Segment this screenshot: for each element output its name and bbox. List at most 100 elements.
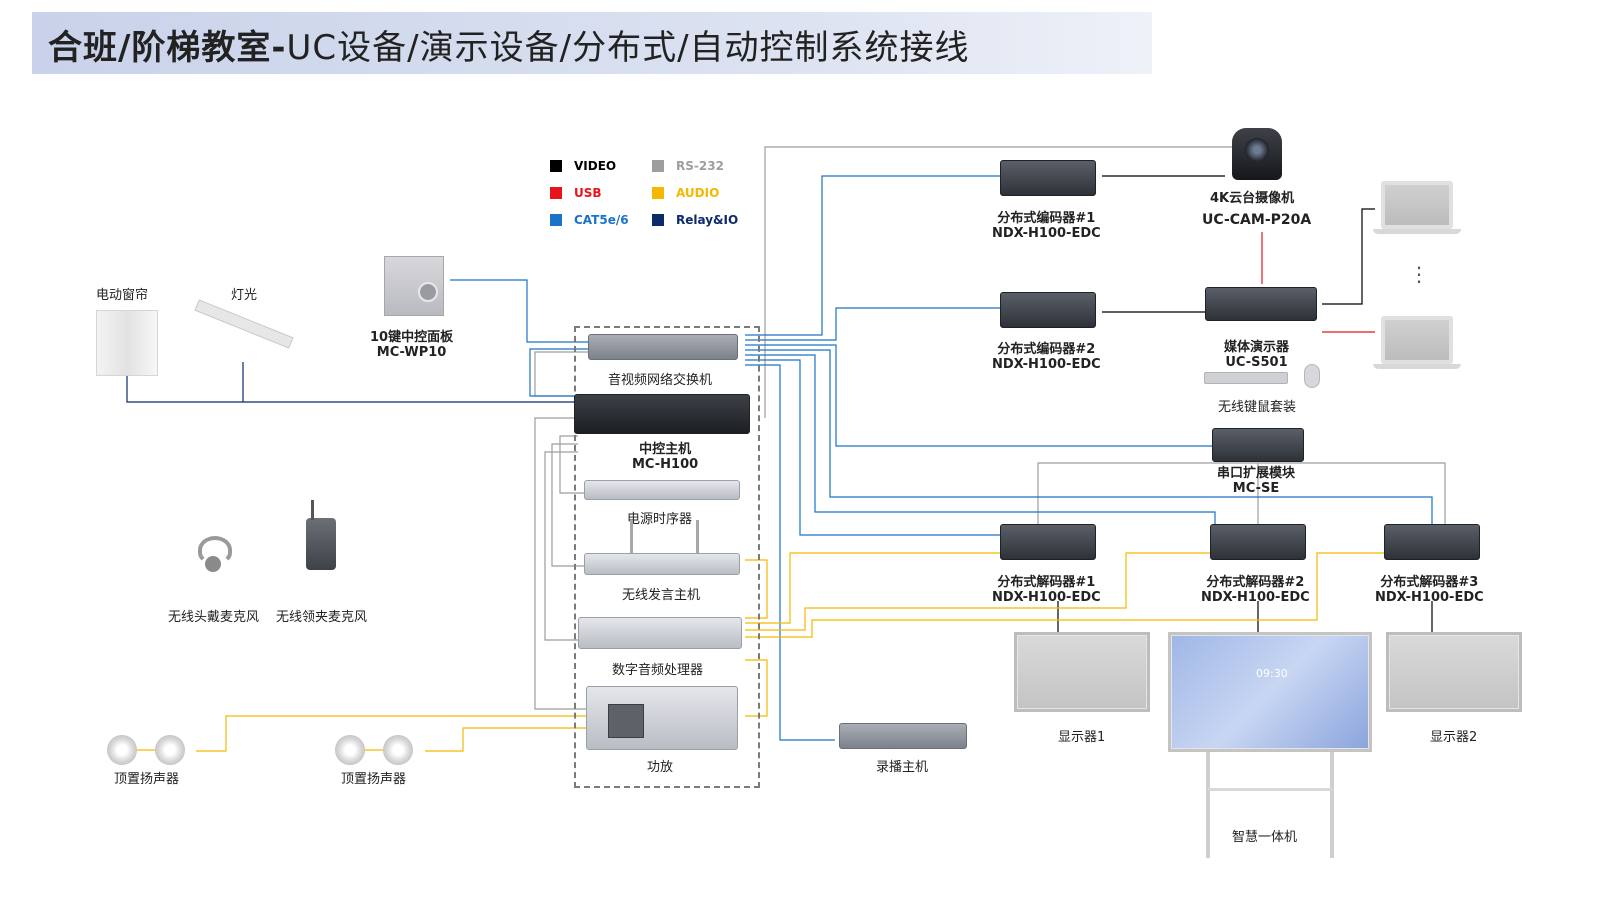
- wire-net-recorder: [745, 364, 835, 741]
- decoder1-name: 分布式解码器#1: [997, 575, 1096, 590]
- wire-audio-speakers1: [196, 715, 590, 752]
- wireless-host-device: [584, 553, 740, 575]
- headset-mic-label: 无线头戴麦克风: [168, 610, 260, 625]
- wire-audio-dec2: [745, 552, 1212, 631]
- decoder3-model: NDX-H100-EDC: [1375, 590, 1484, 605]
- wire-net-enc2: [745, 307, 1005, 341]
- rack-enclosure: [574, 326, 760, 788]
- recorder-label: 录播主机: [876, 760, 929, 775]
- lapel-mic-label: 无线领夹麦克风: [276, 610, 368, 625]
- page-title: 合班/阶梯教室-UC设备/演示设备/分布式/自动控制系统接线: [48, 20, 970, 69]
- legend: VIDEO RS-232 USB AUDIO CAT5e/6 Relay&IO: [550, 159, 750, 230]
- amplifier-device: [586, 686, 738, 750]
- legend-swatch-relay: [652, 214, 664, 226]
- title-bold: 合班/阶梯教室-: [48, 28, 287, 68]
- smartboard-screen: [1168, 632, 1372, 752]
- wire-audio-wireless-dsp: [745, 559, 768, 619]
- wire-video-presenter-laptop1: [1322, 208, 1375, 305]
- serial-module-name: 串口扩展模块: [1217, 466, 1296, 481]
- lapel-mic-antenna: [311, 500, 314, 520]
- smartboard-time: 09:30: [1256, 667, 1288, 680]
- ceiling-speaker-label-1: 顶置扬声器: [114, 772, 180, 787]
- decoder2-device: [1210, 524, 1306, 560]
- keyboard-label: 无线键鼠套装: [1218, 400, 1297, 415]
- controller-name: 中控主机: [639, 442, 692, 457]
- encoder2-name: 分布式编码器#2: [997, 342, 1096, 357]
- wire-audio-speakers2: [425, 727, 590, 752]
- speaker-icon: [107, 735, 137, 765]
- speaker-icon: [155, 735, 185, 765]
- wire-rs232-camera: [764, 146, 1258, 418]
- wire-net-enc1: [745, 175, 1005, 336]
- decoder2-label: 分布式解码器#2 NDX-H100-EDC: [1201, 571, 1310, 605]
- keyboard-icon: [1204, 372, 1288, 384]
- title-rest: UC设备/演示设备/分布式/自动控制系统接线: [286, 28, 970, 68]
- mouse-icon: [1304, 364, 1320, 388]
- serial-module-device: [1212, 428, 1304, 462]
- wire-audio-dec1: [745, 552, 1005, 624]
- headset-mic-icon: [198, 536, 232, 564]
- presenter-model: UC-S501: [1225, 355, 1288, 370]
- legend-label-cat: CAT5e/6: [574, 213, 629, 227]
- amplifier-label: 功放: [647, 760, 674, 775]
- speaker-icon: [383, 735, 413, 765]
- laptop-icon: [1381, 181, 1453, 229]
- recorder-device: [839, 723, 967, 749]
- curtain-label: 电动窗帘: [96, 288, 149, 303]
- speaker-icon: [335, 735, 365, 765]
- encoder2-label: 分布式编码器#2 NDX-H100-EDC: [992, 338, 1101, 372]
- camera-model: UC-CAM-P20A: [1202, 212, 1312, 228]
- wire-net-controller: [529, 348, 590, 397]
- wire-rs232-amp: [534, 417, 590, 710]
- legend-label-audio: AUDIO: [676, 186, 720, 200]
- headset-mic-pad: [205, 556, 221, 572]
- wire-audio-dsp-amp: [745, 659, 768, 717]
- camera-name: 4K云台摄像机: [1210, 191, 1295, 206]
- serial-module-model: MC-SE: [1232, 481, 1280, 496]
- smartboard-crossbar: [1208, 788, 1332, 791]
- laptop-ellipsis: ⋮: [1409, 262, 1429, 286]
- controller-device: [574, 394, 750, 434]
- legend-label-rs232: RS-232: [676, 159, 724, 173]
- decoder3-name: 分布式解码器#3: [1380, 575, 1479, 590]
- wire-net-dec2: [745, 354, 1216, 524]
- decoder1-model: NDX-H100-EDC: [992, 590, 1101, 605]
- power-sequencer-device: [584, 480, 740, 500]
- presenter-device: [1205, 287, 1317, 321]
- smartboard-stand: [1330, 752, 1334, 858]
- legend-swatch-video: [550, 160, 562, 172]
- encoder1-device: [1000, 160, 1096, 196]
- dsp-device: [578, 617, 742, 649]
- wire-net-panel: [450, 279, 590, 343]
- legend-label-video: VIDEO: [574, 159, 617, 173]
- legend-swatch-audio: [652, 187, 664, 199]
- encoder1-model: NDX-H100-EDC: [992, 226, 1101, 241]
- encoder1-name: 分布式编码器#1: [997, 211, 1096, 226]
- amplifier-display: [608, 704, 644, 738]
- encoder1-label: 分布式编码器#1 NDX-H100-EDC: [992, 207, 1101, 241]
- display1-label: 显示器1: [1058, 730, 1106, 745]
- wire-net-dec1: [745, 359, 1005, 536]
- dsp-label: 数字音频处理器: [612, 663, 704, 678]
- decoder2-model: NDX-H100-EDC: [1201, 590, 1310, 605]
- display2-label: 显示器2: [1430, 730, 1478, 745]
- power-sequencer-label: 电源时序器: [627, 512, 693, 527]
- laptop-base: [1373, 229, 1461, 234]
- serial-module-label: 串口扩展模块 MC-SE: [1217, 462, 1295, 496]
- control-panel-model: MC-WP10: [376, 345, 447, 360]
- smartboard-stand: [1206, 752, 1210, 858]
- control-panel-label: 10键中控面板 MC-WP10: [370, 326, 453, 360]
- decoder1-label: 分布式解码器#1 NDX-H100-EDC: [992, 571, 1101, 605]
- av-switch-device: [588, 334, 738, 360]
- wire-rs232-serial-decoders: [1037, 462, 1446, 524]
- presenter-name: 媒体演示器: [1224, 340, 1290, 355]
- curtain-icon: [96, 310, 158, 376]
- wire-rs232-wireless: [551, 443, 590, 567]
- ceiling-speaker-label-2: 顶置扬声器: [341, 772, 407, 787]
- wireless-antenna-icon: [696, 520, 699, 554]
- wireless-host-label: 无线发言主机: [622, 588, 701, 603]
- encoder2-model: NDX-H100-EDC: [992, 357, 1101, 372]
- light-label: 灯光: [231, 288, 258, 303]
- decoder2-name: 分布式解码器#2: [1206, 575, 1305, 590]
- wireless-antenna-icon: [630, 520, 633, 554]
